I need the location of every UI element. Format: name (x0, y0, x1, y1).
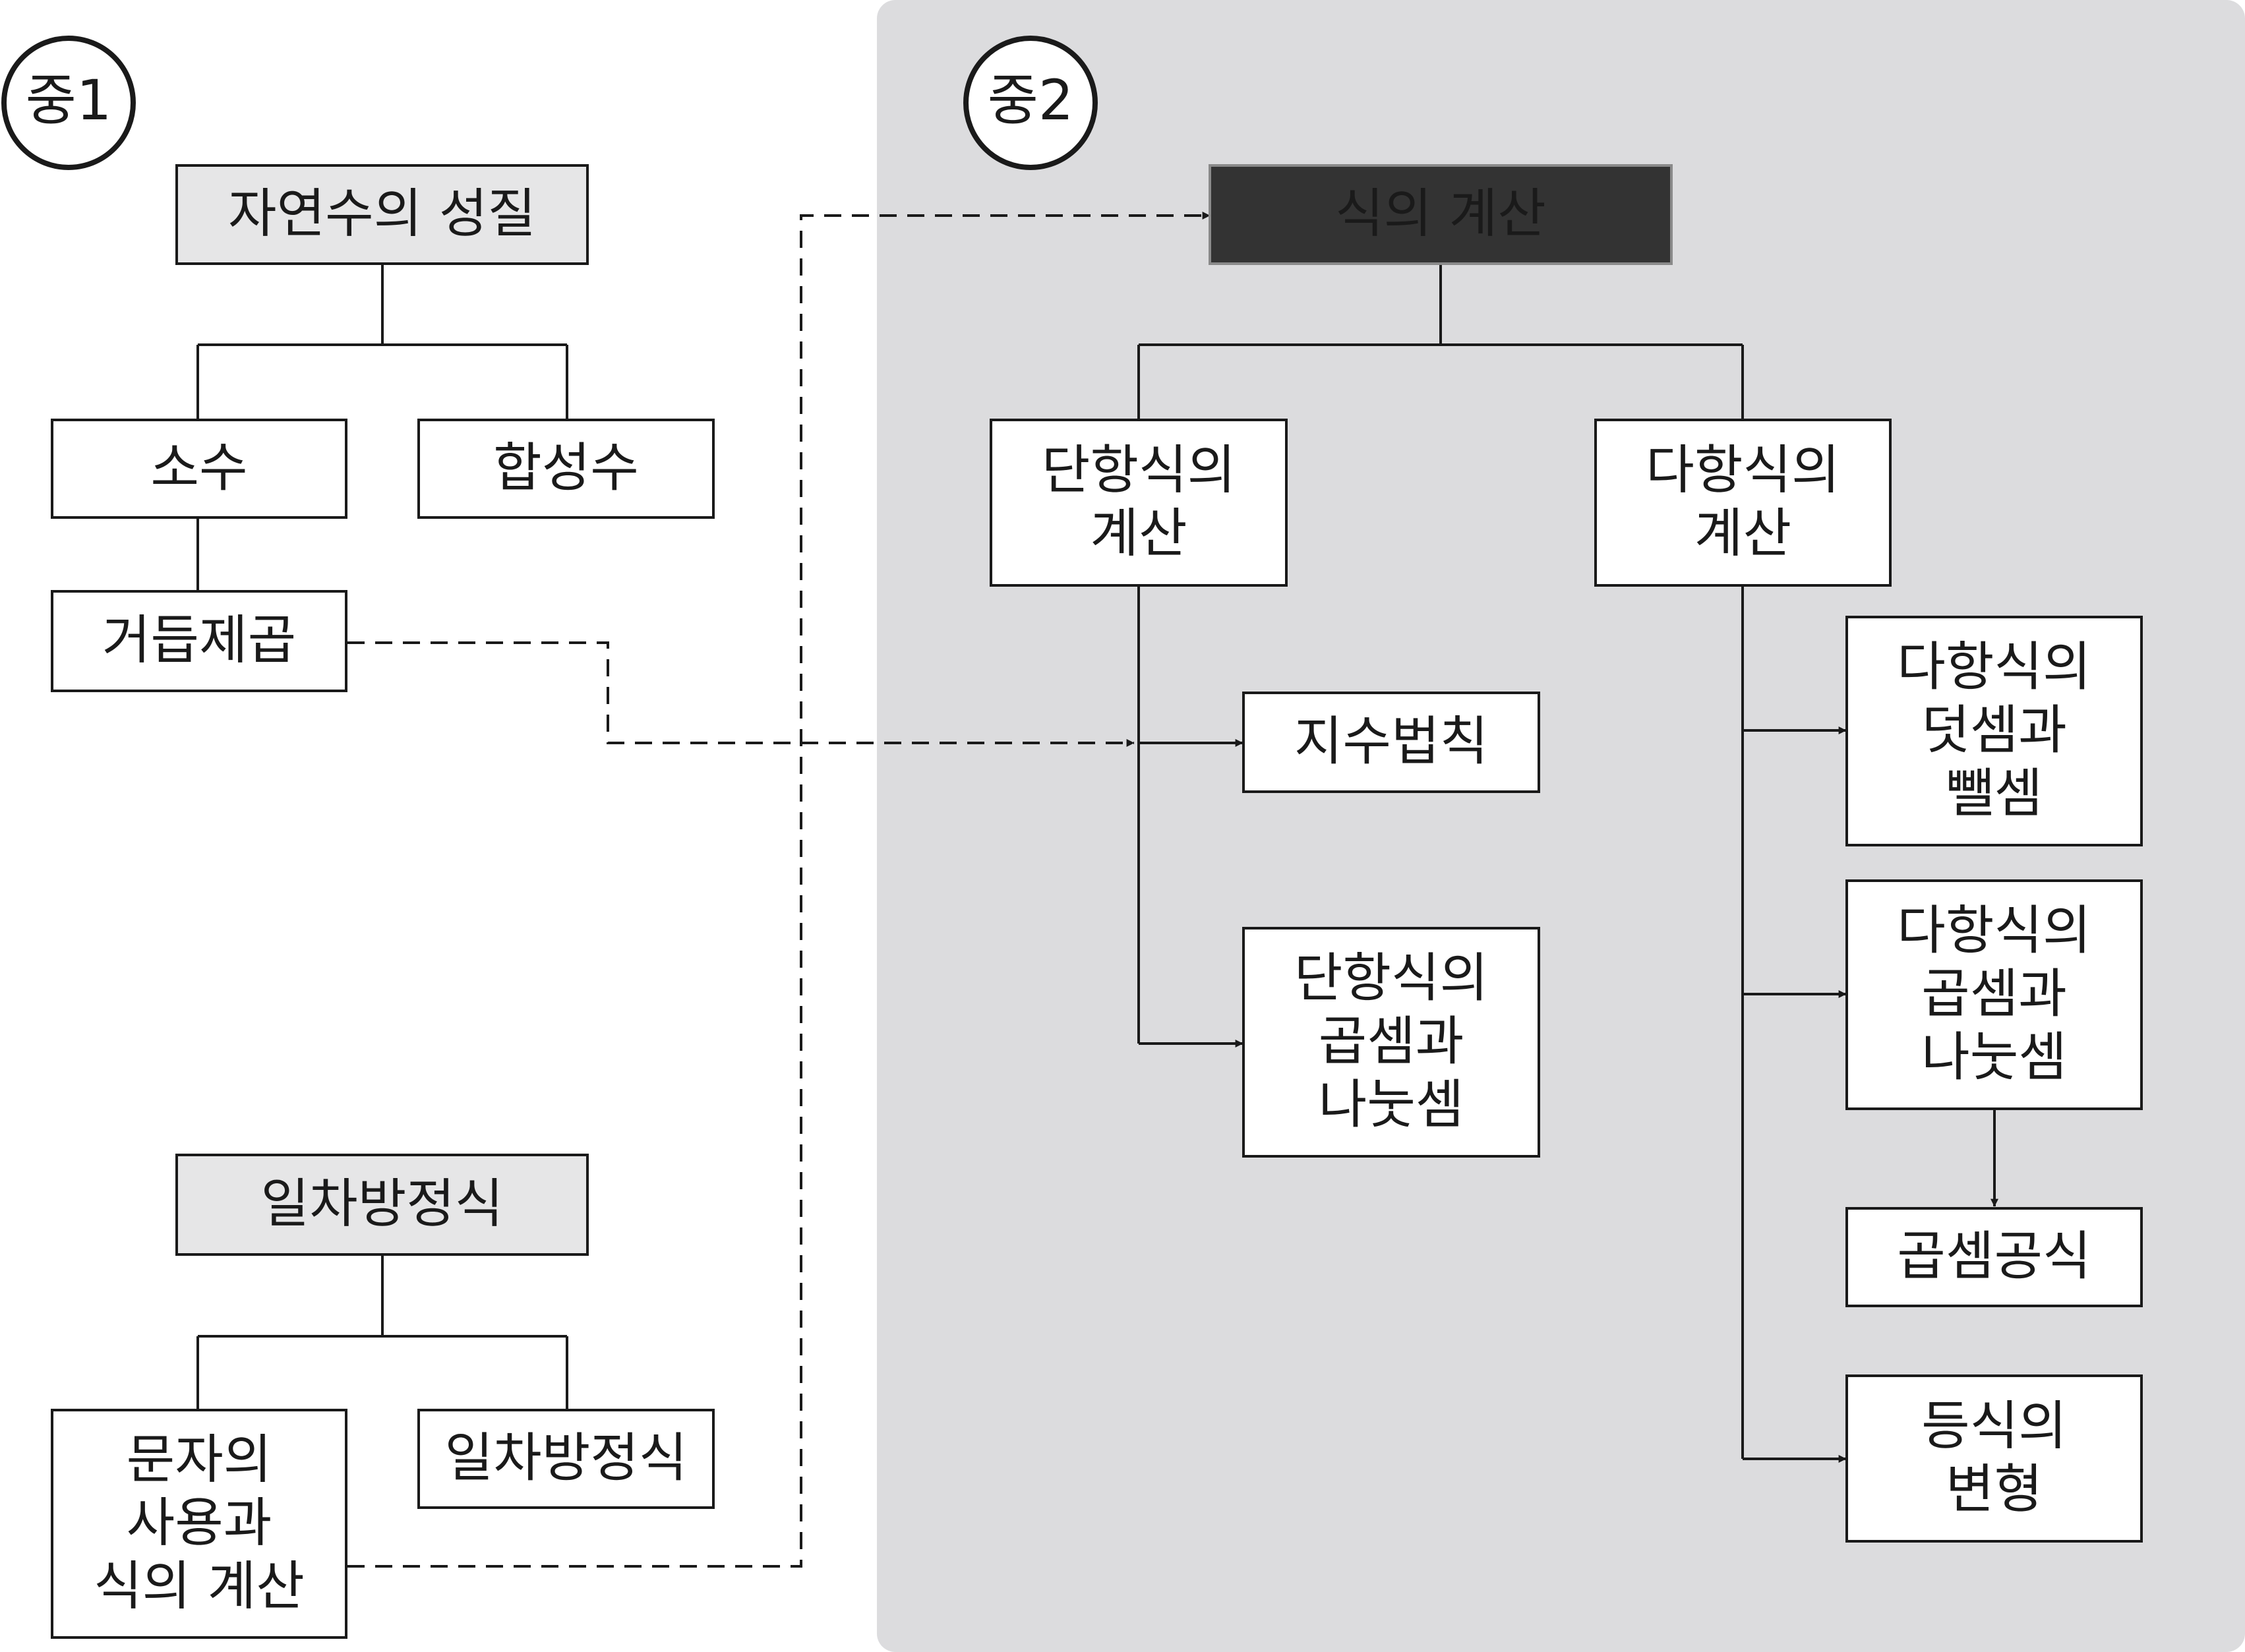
connector-expression-tree (1137, 264, 1744, 420)
connector-linear-tree (196, 1254, 568, 1410)
expression-calc-box (1209, 164, 1673, 265)
monomial-calc-box (990, 419, 1288, 587)
polynomial-muldiv-label-line-1: 다항식의 (1897, 900, 2091, 961)
linear-equation-head-label-line-1: 일차방정식 (261, 1173, 504, 1234)
grade2-label: 중2 (988, 68, 1074, 133)
grade2-badge: 중2 (963, 36, 1098, 170)
polynomial-muldiv-box (1845, 879, 2143, 1110)
exponent-laws-label-line-1: 지수법칙 (1294, 711, 1488, 772)
equation-transform-box (1845, 1374, 2143, 1543)
node-expression-calc: 식의 계산 (1209, 164, 1673, 265)
letters-expressions-label-line-3: 식의 계산 (94, 1555, 305, 1616)
prime-label-line-1: 소수 (150, 437, 247, 498)
composite-label-line-1: 합성수 (493, 437, 639, 498)
node-linear-equation-head: 일차방정식 (175, 1154, 589, 1256)
linear-equation-head-box (175, 1154, 589, 1256)
multiplication-formula-box (1845, 1207, 2143, 1307)
letters-expressions-label-line-2: 사용과 (127, 1492, 272, 1553)
powers-box (51, 590, 347, 692)
polynomial-addsub-label-line-3: 뺄셈 (1946, 763, 2043, 824)
natural-numbers-label-line-1: 자연수의 성질 (228, 183, 536, 244)
linear-equation-box (417, 1409, 715, 1509)
monomial-muldiv-box (1242, 927, 1540, 1158)
equation-transform-label-line-1: 등식의 (1921, 1395, 2067, 1456)
letters-expressions-box (51, 1409, 347, 1639)
node-multiplication-formula: 곱셈공식 (1845, 1207, 2143, 1307)
grade1-badge: 중1 (1, 36, 136, 170)
polynomial-calc-label-line-2: 계산 (1694, 502, 1791, 564)
node-prime: 소수 (51, 419, 347, 519)
letters-expressions-label-line-1: 문자의 (127, 1429, 272, 1490)
monomial-calc-label-line-1: 단항식의 (1042, 439, 1236, 500)
expression-calc-label-line-1: 식의 계산 (1335, 183, 1546, 244)
connector-natural-tree (196, 264, 568, 420)
linear-equation-label-line-1: 일차방정식 (445, 1427, 688, 1489)
composite-box (417, 419, 715, 519)
multiplication-formula-label-line-1: 곱셈공식 (1897, 1225, 2091, 1287)
monomial-calc-label-line-2: 계산 (1090, 502, 1187, 564)
polynomial-calc-box (1594, 419, 1892, 587)
powers-label-line-1: 거듭제곱 (102, 609, 296, 670)
grade1-label: 중1 (26, 68, 112, 133)
exponent-laws-box (1242, 692, 1540, 793)
equation-transform-label-line-2: 변형 (1946, 1458, 2043, 1519)
polynomial-addsub-box (1845, 616, 2143, 846)
polynomial-addsub-label-line-1: 다항식의 (1897, 636, 2091, 697)
polynomial-muldiv-label-line-2: 곱셈과 (1921, 963, 2067, 1024)
polynomial-muldiv-label-line-3: 나눗셈 (1921, 1026, 2067, 1088)
node-linear-equation: 일차방정식 (417, 1409, 715, 1509)
natural-numbers-box (175, 164, 589, 265)
node-natural-numbers: 자연수의 성질 (175, 164, 589, 265)
dashed-link-letters-to-expression (347, 212, 1211, 1568)
monomial-muldiv-label-line-3: 나눗셈 (1319, 1074, 1464, 1135)
polynomial-addsub-label-line-2: 덧셈과 (1921, 699, 2067, 761)
node-composite: 합성수 (417, 419, 715, 519)
polynomial-calc-label-line-1: 다항식의 (1646, 439, 1840, 500)
node-exponent-laws: 지수법칙 (1242, 692, 1540, 793)
node-powers: 거듭제곱 (51, 590, 347, 692)
monomial-muldiv-label-line-1: 단항식의 (1294, 947, 1488, 1009)
dashed-link-powers-to-exponent (347, 641, 1135, 747)
prime-box (51, 419, 347, 519)
monomial-muldiv-label-line-2: 곱셈과 (1319, 1011, 1464, 1072)
